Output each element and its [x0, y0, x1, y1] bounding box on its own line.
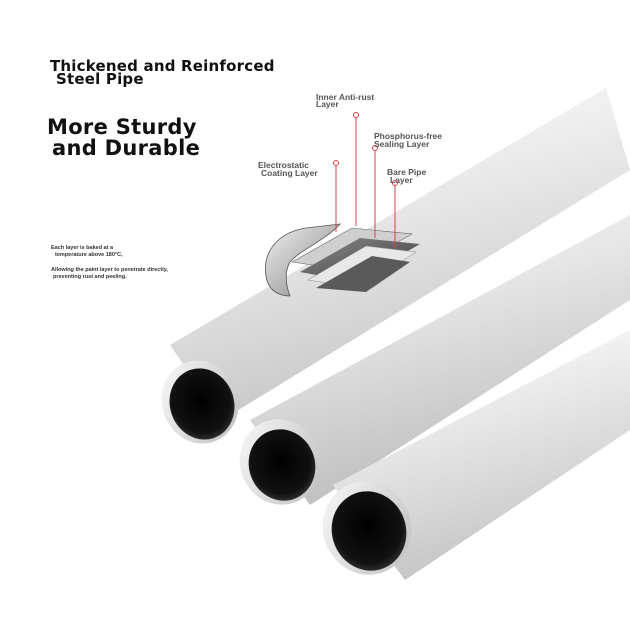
layer-label-coating-line1: Electrostatic — [258, 160, 310, 170]
pipe-front — [322, 330, 630, 580]
headline-line1: Thickened and Reinforced — [50, 57, 275, 75]
note-bake-line1: Each layer is baked at a — [51, 245, 114, 251]
note-bake-line2: temperature above 180°C, — [55, 252, 123, 258]
layer-label-sealing-line1: Phosphorus-free — [374, 131, 443, 141]
layer-label-bare-line1: Bare Pipe — [387, 167, 427, 177]
pointer-dots — [333, 112, 398, 186]
layer-label-inner-line2: Layer — [316, 99, 339, 109]
note-paint-line2: preventing rust and peeling. — [53, 274, 127, 280]
layer-label-bare-line2: Layer — [390, 175, 413, 185]
headline-line2: Steel Pipe — [56, 70, 144, 88]
layer-pointers — [335, 117, 396, 248]
layer-cutaway — [265, 223, 420, 297]
layer-label-sealing-line2: Sealing Layer — [374, 139, 430, 149]
layer-label-inner-line1: Inner Anti-rust — [316, 92, 375, 102]
tagline-line1: More Sturdy — [47, 115, 197, 139]
pipe-middle — [239, 215, 630, 505]
layer-label-coating-line2: Coating Layer — [261, 168, 318, 178]
tagline-line2: and Durable — [52, 136, 201, 160]
note-paint-line1: Allowing the paint layer to penetrate di… — [51, 267, 168, 273]
